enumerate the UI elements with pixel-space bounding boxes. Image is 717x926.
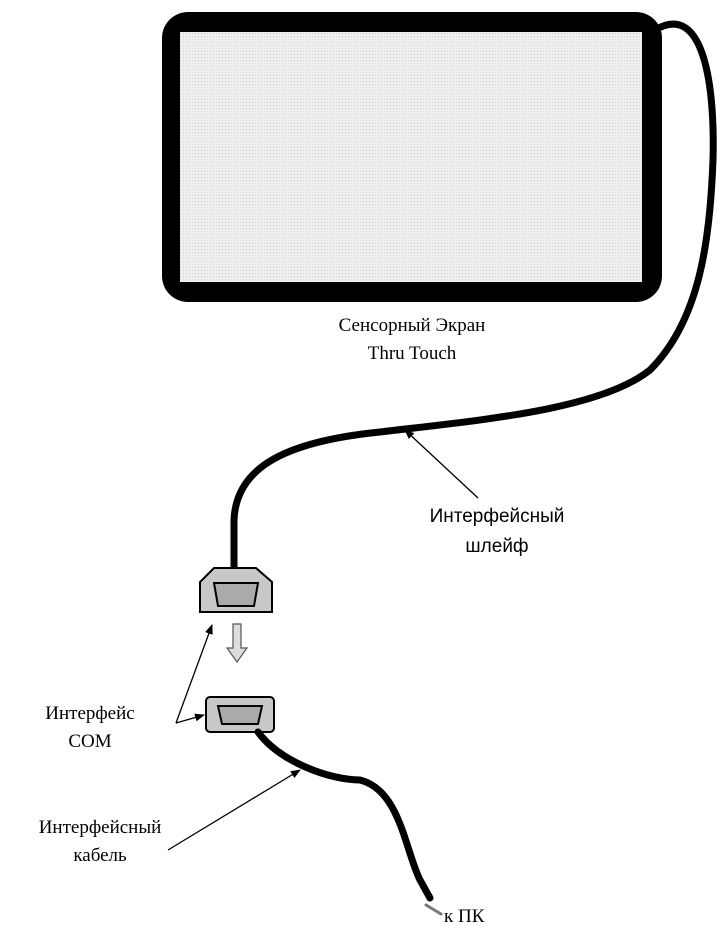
screen-title-line2: Thru Touch	[368, 343, 457, 364]
interface-cable	[254, 728, 434, 902]
screen-title-line1: Сенсорный Экран	[339, 315, 486, 336]
port-connector	[205, 696, 275, 733]
com-label-line2: COM	[68, 731, 111, 752]
cable-label-line1: Интерфейсный	[39, 817, 162, 838]
touch-screen-panel	[180, 32, 642, 282]
ribbon-label-line1: Интерфейсный	[430, 506, 565, 527]
ribbon-cable	[230, 20, 717, 572]
cable-pointer-arrow	[167, 769, 301, 851]
plug-connector-port	[212, 582, 260, 607]
com-pointer-arrow-lower	[175, 713, 205, 724]
cable-label-line2: кабель	[73, 845, 127, 866]
com-pointer-arrow-upper	[175, 624, 213, 724]
mating-arrow	[225, 623, 249, 664]
port-connector-socket	[216, 705, 264, 725]
com-label-line1: Интерфейс	[45, 703, 134, 724]
plug-connector	[199, 567, 273, 613]
ribbon-label-line2: шлейф	[465, 536, 528, 557]
to-pc-label: к ПК	[444, 906, 485, 926]
ribbon-pointer-arrow	[404, 429, 479, 499]
touch-screen	[162, 12, 662, 302]
to-pc-arrow	[424, 903, 443, 916]
